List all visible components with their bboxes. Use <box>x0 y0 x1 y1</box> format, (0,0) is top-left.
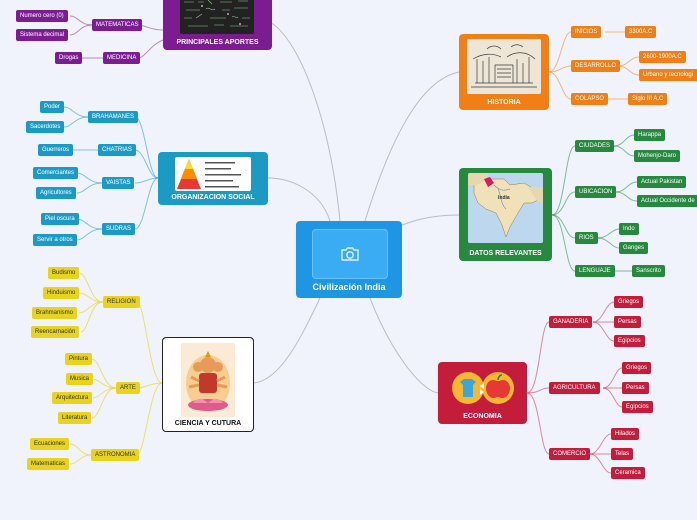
budismo-node[interactable]: Budismo <box>48 267 80 279</box>
matematicas-node[interactable]: MATEMATICAS <box>92 19 143 31</box>
reencarnacion-node[interactable]: Reencarnación <box>31 326 80 338</box>
hilados-node[interactable]: Hilados <box>611 428 640 440</box>
hinduismo-node[interactable]: Hinduismo <box>43 287 80 299</box>
actual-occidente-node[interactable]: Actual Occidente de <box>637 195 697 207</box>
comercio-node[interactable]: COMERCIO <box>549 448 590 460</box>
ceramica-node[interactable]: Ceramica <box>611 467 645 479</box>
lenguaje-node[interactable]: LENGUAJE <box>575 265 615 277</box>
comerciantes-node[interactable]: Comerciantes <box>33 167 79 179</box>
inicios-node[interactable]: INICIOS <box>571 26 602 38</box>
chatrias-node[interactable]: CHATRIAS <box>98 144 136 156</box>
brahmanismo-node[interactable]: Brahmanismo <box>32 307 78 319</box>
agricultura-griegos-node[interactable]: Griegos <box>622 362 652 374</box>
arquitectura-node[interactable]: Arquitectura <box>52 392 93 404</box>
chalkboard-math-image <box>180 0 254 34</box>
numero-cero-node[interactable]: Numero cero (0) <box>16 10 68 22</box>
rios-node[interactable]: RIOS <box>575 232 598 244</box>
historia-card[interactable]: HISTORIA <box>459 34 549 110</box>
image-placeholder[interactable] <box>312 229 388 279</box>
harappa-node[interactable]: Harappa <box>634 129 666 141</box>
ganaderia-egipcios-node[interactable]: Egipcios <box>614 335 645 347</box>
agricultura-node[interactable]: AGRICULTURA <box>549 382 600 394</box>
aportes-title: PRINCIPALES APORTES <box>176 39 259 46</box>
indo-node[interactable]: Indo <box>619 223 639 235</box>
poder-node[interactable]: Poder <box>40 101 65 113</box>
central-topic[interactable]: Civilización India <box>296 221 402 298</box>
agricultura-persas-node[interactable]: Persas <box>622 382 649 394</box>
colapso-node[interactable]: COLAPSO <box>571 93 609 105</box>
brahamanes-node[interactable]: BRAHAMANES <box>88 111 139 123</box>
religion-node[interactable]: RELIGION <box>103 296 140 308</box>
literatura-node[interactable]: Literatura <box>58 412 92 424</box>
central-title: Civilización India <box>312 282 386 292</box>
ubicacion-node[interactable]: UBICACION <box>575 186 617 198</box>
actual-pakistan-node[interactable]: Actual Pakistan <box>637 176 687 188</box>
astronomia-node[interactable]: ASTRONOMIA <box>91 449 140 461</box>
datos-card[interactable]: India DATOS RELEVANTES <box>459 168 552 261</box>
mohenjo-daro-node[interactable]: Mohenjo-Daro <box>634 150 681 162</box>
arte-node[interactable]: ARTE <box>116 382 140 394</box>
desarrollo-node[interactable]: DESARROLLO <box>571 60 621 72</box>
organizacion-card[interactable]: ORGANIZACION SOCIAL <box>158 152 268 205</box>
sanscrito-node[interactable]: Sanscrito <box>632 265 666 277</box>
economia-title: ECONOMIA <box>463 413 502 420</box>
ganaderia-griegos-node[interactable]: Griegos <box>614 296 644 308</box>
trade-icons-image <box>446 366 519 410</box>
drogas-node[interactable]: Drogas <box>55 52 83 64</box>
ecuaciones-node[interactable]: Ecuaciones <box>30 438 70 450</box>
matematicas-astro-node[interactable]: Matematicas <box>27 458 70 470</box>
ancient-ruins-image <box>467 39 541 94</box>
pintura-node[interactable]: Pintura <box>65 353 93 365</box>
desarrollo-date-node[interactable]: 2600-1900A.C <box>639 51 686 63</box>
medicina-node[interactable]: MEDICINA <box>103 52 141 64</box>
vaistas-node[interactable]: VAISTAS <box>102 177 135 189</box>
economia-card[interactable]: ECONOMIA <box>438 362 527 424</box>
ganaderia-node[interactable]: GANADERIA <box>549 316 593 328</box>
desarrollo-urbano-node[interactable]: Urbano y tecnologi <box>639 69 697 81</box>
piel-oscura-node[interactable]: Piel oscura <box>41 213 79 225</box>
ciudades-node[interactable]: CIUDADES <box>575 140 615 152</box>
ciencia-title: CIENCIA Y CUTURA <box>174 420 242 427</box>
telas-node[interactable]: Telas <box>611 448 634 460</box>
caste-pyramid-image <box>175 157 251 191</box>
ganaderia-persas-node[interactable]: Persas <box>614 316 641 328</box>
musica-node[interactable]: Musica <box>66 373 94 385</box>
organizacion-title: ORGANIZACION SOCIAL <box>171 194 255 201</box>
ganges-node[interactable]: Ganges <box>619 242 649 254</box>
colapso-date-node[interactable]: Siglo III A.C <box>628 93 668 105</box>
sistema-decimal-node[interactable]: Sistema decimal <box>16 29 69 41</box>
sacerdotes-node[interactable]: Sacerdotes <box>26 121 65 133</box>
sudras-node[interactable]: SUDRAS <box>102 223 136 235</box>
india-map-image: India <box>468 173 543 243</box>
map-label: India <box>498 195 510 201</box>
agricultores-node[interactable]: Agricultores <box>36 187 76 199</box>
aportes-card[interactable]: PRINCIPALES APORTES <box>163 0 272 50</box>
camera-icon <box>341 247 359 261</box>
guerreros-node[interactable]: Guerreros <box>38 144 74 156</box>
datos-title: DATOS RELEVANTES <box>469 250 542 257</box>
historia-title: HISTORIA <box>487 99 521 106</box>
hindu-deity-image <box>181 343 235 417</box>
inicios-date-node[interactable]: 3300A.C <box>625 26 657 38</box>
ciencia-card[interactable]: CIENCIA Y CUTURA <box>162 337 254 432</box>
servir-otros-node[interactable]: Servir a otros <box>33 234 77 246</box>
agricultura-egipcios-node[interactable]: Egipcios <box>622 401 653 413</box>
